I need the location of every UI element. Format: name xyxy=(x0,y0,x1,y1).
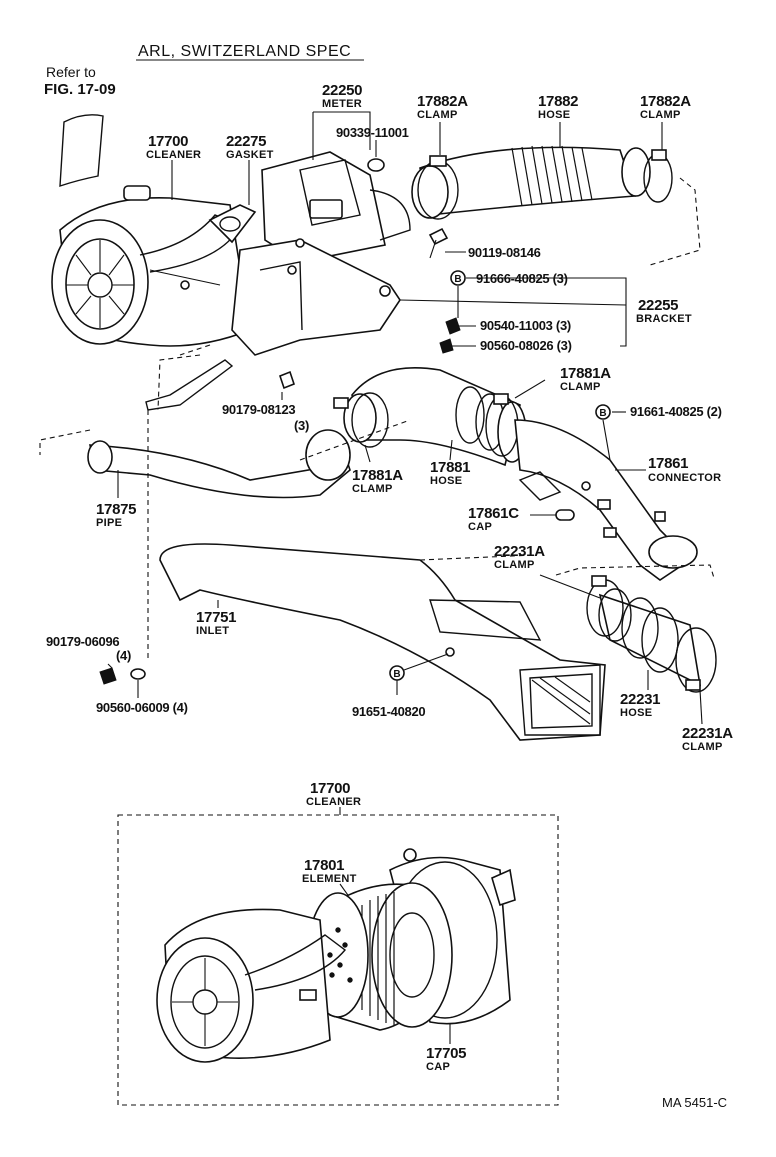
part-17700b-number: 17700 xyxy=(310,780,350,797)
part-22231-number: 22231 xyxy=(620,691,660,708)
part-17861c-name: CAP xyxy=(468,521,492,533)
refer-sheet-icon xyxy=(59,114,104,187)
air-cleaner-assembly-top xyxy=(51,185,251,347)
assembly-guide-lines xyxy=(39,177,715,660)
gasket-part xyxy=(208,204,257,244)
bracket-fasteners xyxy=(279,317,461,390)
part-17881a-lower-name: CLAMP xyxy=(352,483,393,495)
part-17705-number: 17705 xyxy=(426,1045,466,1062)
part-90179a-number: 90179-08123 xyxy=(222,402,295,417)
part-17882a-right-number: 17882A xyxy=(640,93,691,110)
part-90179b-number: 90179-06096 xyxy=(46,634,119,649)
part-17861c-number: 17861C xyxy=(468,505,519,522)
clamp-17882a-right-part xyxy=(643,149,673,203)
part-17875-number: 17875 xyxy=(96,501,136,518)
air-cleaner-assembly-bottom xyxy=(156,848,516,1063)
part-22255-name: BRACKET xyxy=(636,313,692,325)
bolt-marker-91661: B xyxy=(595,404,611,420)
part-17882a-right-name: CLAMP xyxy=(640,109,681,121)
bolt-90119-part xyxy=(428,227,449,259)
part-17705-name: CAP xyxy=(426,1061,450,1073)
connector-17861-part xyxy=(514,419,698,581)
part-22255-number: 22255 xyxy=(638,297,678,314)
part-17881a-upper-number: 17881A xyxy=(560,365,611,382)
part-91651-number: 91651-40820 xyxy=(352,704,425,719)
cap-90339-part xyxy=(367,158,385,172)
part-17700-number: 17700 xyxy=(148,133,188,150)
svg-text:B: B xyxy=(393,669,400,680)
part-22231a-lower-number: 22231A xyxy=(682,725,733,742)
hose-17881-part xyxy=(343,367,527,467)
hose-17882-part xyxy=(411,145,651,219)
part-17801-name: ELEMENT xyxy=(302,873,357,885)
nut-90179-06096-part xyxy=(99,667,117,685)
part-17881a-lower-number: 17881A xyxy=(352,467,403,484)
part-90339-number: 90339-11001 xyxy=(336,125,409,140)
part-17881-name: HOSE xyxy=(430,475,462,487)
part-90119-number: 90119-08146 xyxy=(468,245,541,260)
bolt-marker-91651: B xyxy=(389,665,405,681)
inlet-17751-part xyxy=(159,543,606,741)
part-90179b-qty: (4) xyxy=(116,648,131,663)
part-17882a-left-name: CLAMP xyxy=(417,109,458,121)
cleaner-detail-frame xyxy=(117,814,559,1106)
part-90560a-number: 90560-08026 (3) xyxy=(480,338,572,353)
washer-90560-06009-part xyxy=(130,668,146,680)
part-91661-number: 91661-40825 (2) xyxy=(630,404,722,419)
part-91666-number: 91666-40825 (3) xyxy=(476,271,568,286)
hose-22231-part xyxy=(598,588,702,687)
part-17881-number: 17881 xyxy=(430,459,470,476)
clamp-17882a-left-part xyxy=(417,155,459,220)
spec-heading: ARL, SWITZERLAND SPEC xyxy=(138,43,351,60)
cap-17861c-part xyxy=(555,509,575,521)
svg-text:B: B xyxy=(599,408,606,419)
bolt-marker-91666: B xyxy=(450,270,466,286)
part-90179a-qty: (3) xyxy=(294,418,309,433)
pipe-17875-part xyxy=(87,429,351,499)
part-17861-number: 17861 xyxy=(648,455,688,472)
clamp-22231a-upper-part xyxy=(586,575,624,637)
part-22250-name: METER xyxy=(322,98,362,110)
part-22231a-upper-name: CLAMP xyxy=(494,559,535,571)
drawing-code: MA 5451-C xyxy=(662,1095,727,1110)
part-17861-name: CONNECTOR xyxy=(648,472,721,484)
clamp-17881a-lower-part xyxy=(333,392,389,448)
air-flow-meter-part xyxy=(145,151,411,411)
part-22231-name: HOSE xyxy=(620,707,652,719)
part-90540-number: 90540-11003 (3) xyxy=(480,318,571,333)
part-22275-name: GASKET xyxy=(226,149,274,161)
part-17801-number: 17801 xyxy=(304,857,344,874)
part-17751-number: 17751 xyxy=(196,609,236,626)
part-22250-number: 22250 xyxy=(322,82,362,99)
clamp-22231a-lower-part xyxy=(675,627,717,693)
refer-to-label: Refer to xyxy=(46,64,96,80)
part-17882-number: 17882 xyxy=(538,93,578,110)
part-17751-name: INLET xyxy=(196,625,229,637)
part-17881a-upper-name: CLAMP xyxy=(560,381,601,393)
part-22231a-upper-number: 22231A xyxy=(494,543,545,560)
part-90560b-number: 90560-06009 (4) xyxy=(96,700,188,715)
part-17875-name: PIPE xyxy=(96,517,122,529)
leader-lines xyxy=(107,111,703,725)
part-22275-number: 22275 xyxy=(226,133,266,150)
part-17882a-left-number: 17882A xyxy=(417,93,468,110)
part-17700-name: CLEANER xyxy=(146,149,201,161)
svg-text:B: B xyxy=(454,274,461,285)
refer-fig-label: FIG. 17-09 xyxy=(44,81,116,98)
part-17700b-name: CLEANER xyxy=(306,796,361,808)
part-17882-name: HOSE xyxy=(538,109,570,121)
part-22231a-lower-name: CLAMP xyxy=(682,741,723,753)
